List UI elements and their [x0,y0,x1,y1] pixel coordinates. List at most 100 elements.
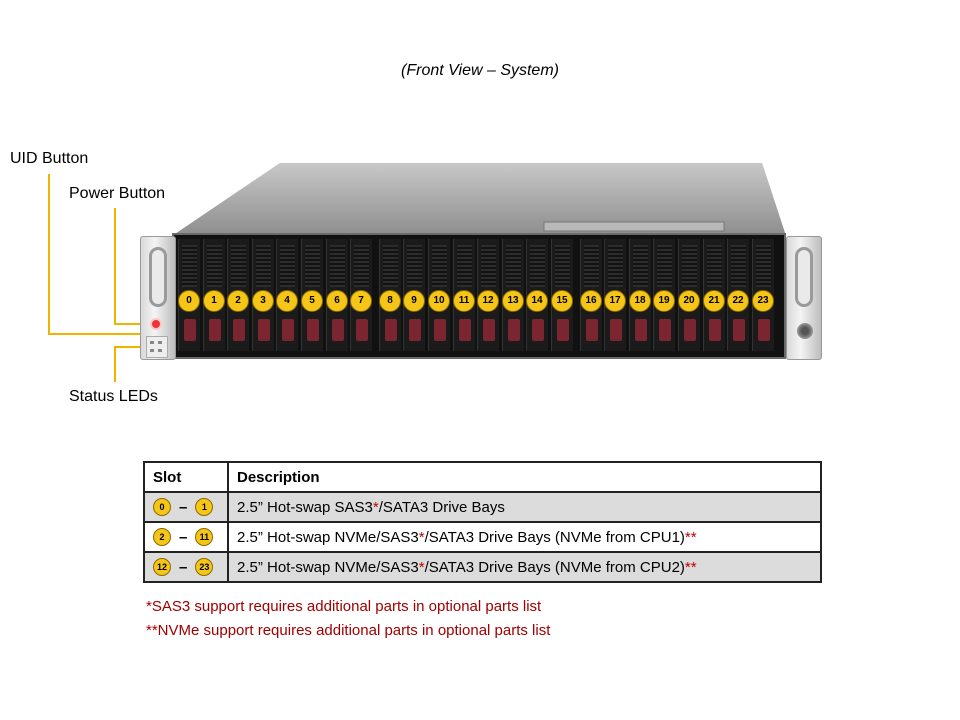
right-handle [795,247,813,307]
bay-number-badge: 2 [227,290,249,312]
bay-number-badge: 5 [301,290,323,312]
bay-number-badge: 3 [252,290,274,312]
leds-callout-horizontal [114,346,148,348]
bay-latch[interactable] [184,319,196,341]
status-leds-label: Status LEDs [69,388,158,405]
slot-range: 2–11 [143,521,229,553]
bay-number-badge: 20 [678,290,700,312]
bay-vent [731,245,746,287]
bay-vent [330,245,345,287]
bay-number-badge: 17 [604,290,626,312]
bay-latch[interactable] [684,319,696,341]
bay-latch[interactable] [409,319,421,341]
right-rack-ear [786,236,822,360]
status-led-panel [146,336,168,358]
power-button-label: Power Button [69,185,166,202]
uid-button[interactable] [150,318,162,330]
bay-latch[interactable] [258,319,270,341]
bay-vent [633,245,648,287]
bay-number-badge: 12 [477,290,499,312]
slot-header: Slot [143,461,229,493]
bay-number-badge: 19 [653,290,675,312]
bay-latch[interactable] [233,319,245,341]
bay-vent [657,245,672,287]
bay-latch[interactable] [532,319,544,341]
bay-latch[interactable] [586,319,598,341]
bay-vent [432,245,447,287]
slot-description-table: Slot Description 0–1 2.5” Hot-swap SAS3*… [143,461,822,583]
bay-latch[interactable] [356,319,368,341]
bay-latch[interactable] [282,319,294,341]
bay-latch[interactable] [459,319,471,341]
bay-number-badge: 8 [379,290,401,312]
bay-number-badge: 6 [326,290,348,312]
bay-latch[interactable] [709,319,721,341]
bay-latch[interactable] [758,319,770,341]
bay-latch[interactable] [307,319,319,341]
bay-vent [354,245,369,287]
bay-number-badge: 23 [752,290,774,312]
slot-from-badge: 12 [153,558,171,577]
slot-description: 2.5” Hot-swap NVMe/SAS3*/SATA3 Drive Bay… [227,521,822,553]
table-row: 12–23 2.5” Hot-swap NVMe/SAS3*/SATA3 Dri… [143,551,822,583]
range-dash: – [179,498,188,516]
bay-latch[interactable] [635,319,647,341]
bay-number-badge: 16 [580,290,602,312]
bay-latch[interactable] [610,319,622,341]
power-callout-vertical [114,208,116,324]
bay-vent [383,245,398,287]
uid-callout-vertical [48,174,50,334]
slot-from-badge: 0 [153,498,171,517]
bay-latch[interactable] [659,319,671,341]
bay-latch[interactable] [434,319,446,341]
bay-latch[interactable] [483,319,495,341]
bay-number-badge: 7 [350,290,372,312]
chassis-top [172,163,786,236]
bay-vent [555,245,570,287]
slot-to-badge: 23 [195,558,214,577]
bay-vent [756,245,771,287]
slot-description: 2.5” Hot-swap SAS3*/SATA3 Drive Bays [227,491,822,523]
slot-from-badge: 2 [153,528,171,547]
right-screw [797,323,813,339]
bay-vent [608,245,623,287]
bay-latch[interactable] [209,319,221,341]
bay-number-badge: 15 [551,290,573,312]
table-header-row: Slot Description [143,461,822,493]
bay-vent [682,245,697,287]
bay-vent [407,245,422,287]
bay-vent [457,245,472,287]
slot-range: 0–1 [143,491,229,523]
bay-vent [280,245,295,287]
bay-number-badge: 18 [629,290,651,312]
bay-vent [530,245,545,287]
bay-vent [305,245,320,287]
bay-number-badge: 21 [703,290,725,312]
table-row: 2–11 2.5” Hot-swap NVMe/SAS3*/SATA3 Driv… [143,521,822,553]
slot-range: 12–23 [143,551,229,583]
bay-vent [231,245,246,287]
bay-vent [584,245,599,287]
bay-number-badge: 11 [453,290,475,312]
bay-latch[interactable] [332,319,344,341]
slot-to-badge: 1 [195,498,214,517]
slot-to-badge: 11 [195,528,214,547]
bay-vent [707,245,722,287]
bay-vent [256,245,271,287]
nvme-footnote: **NVMe support requires additional parts… [146,622,551,639]
bay-vent [207,245,222,287]
bay-number-badge: 14 [526,290,548,312]
bay-latch[interactable] [385,319,397,341]
bay-latch[interactable] [508,319,520,341]
bay-latch[interactable] [733,319,745,341]
uid-callout-horizontal [48,333,148,335]
table-row: 0–1 2.5” Hot-swap SAS3*/SATA3 Drive Bays [143,491,822,523]
bay-vent [506,245,521,287]
figure-caption: (Front View – System) [401,62,559,79]
description-header: Description [227,461,822,493]
bay-latch[interactable] [557,319,569,341]
power-callout-horizontal [114,323,148,325]
range-dash: – [179,558,188,576]
bay-vent [182,245,197,287]
bay-number-badge: 1 [203,290,225,312]
